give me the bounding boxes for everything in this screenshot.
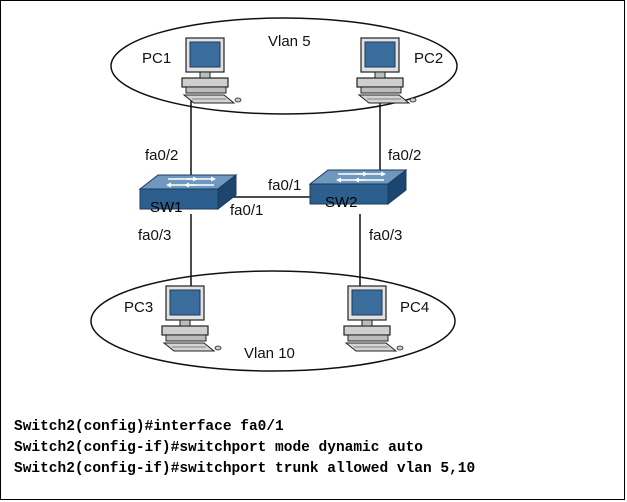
config-line: Switch2(config-if)#switchport mode dynam… [14,440,423,456]
vlan10-label: Vlan 10 [244,345,295,362]
pc1-label: PC1 [142,50,171,67]
vlan5-ellipse [110,17,458,115]
pc3-label: PC3 [124,299,153,316]
pc1-computer-icon [181,37,242,104]
config-line: Switch2(config-if)#switchport trunk allo… [14,461,476,477]
network-diagram: Vlan 5 Vlan 10 PC1 PC2 PC3 PC4 SW1 SW2 f… [90,17,458,372]
pc4-computer-icon [343,285,404,352]
port-pc1-sw1: fa0/2 [145,147,178,164]
port-trunk-sw1: fa0/1 [230,202,263,219]
vlan5-label: Vlan 5 [268,33,311,50]
pc4-label: PC4 [400,299,429,316]
pc2-label: PC2 [414,50,443,67]
vlan10-ellipse [90,270,456,372]
port-pc2-sw2: fa0/2 [388,147,421,164]
sw1-label: SW1 [150,199,183,216]
pc2-computer-icon [356,37,417,104]
port-trunk-sw2: fa0/1 [268,177,301,194]
sw2-label: SW2 [325,194,358,211]
port-pc3-sw1: fa0/3 [138,227,171,244]
port-pc4-sw2: fa0/3 [369,227,402,244]
config-commands: Switch2(config)#interface fa0/1 Switch2(… [14,417,475,480]
pc3-computer-icon [161,285,222,352]
config-line: Switch2(config)#interface fa0/1 [14,419,284,435]
